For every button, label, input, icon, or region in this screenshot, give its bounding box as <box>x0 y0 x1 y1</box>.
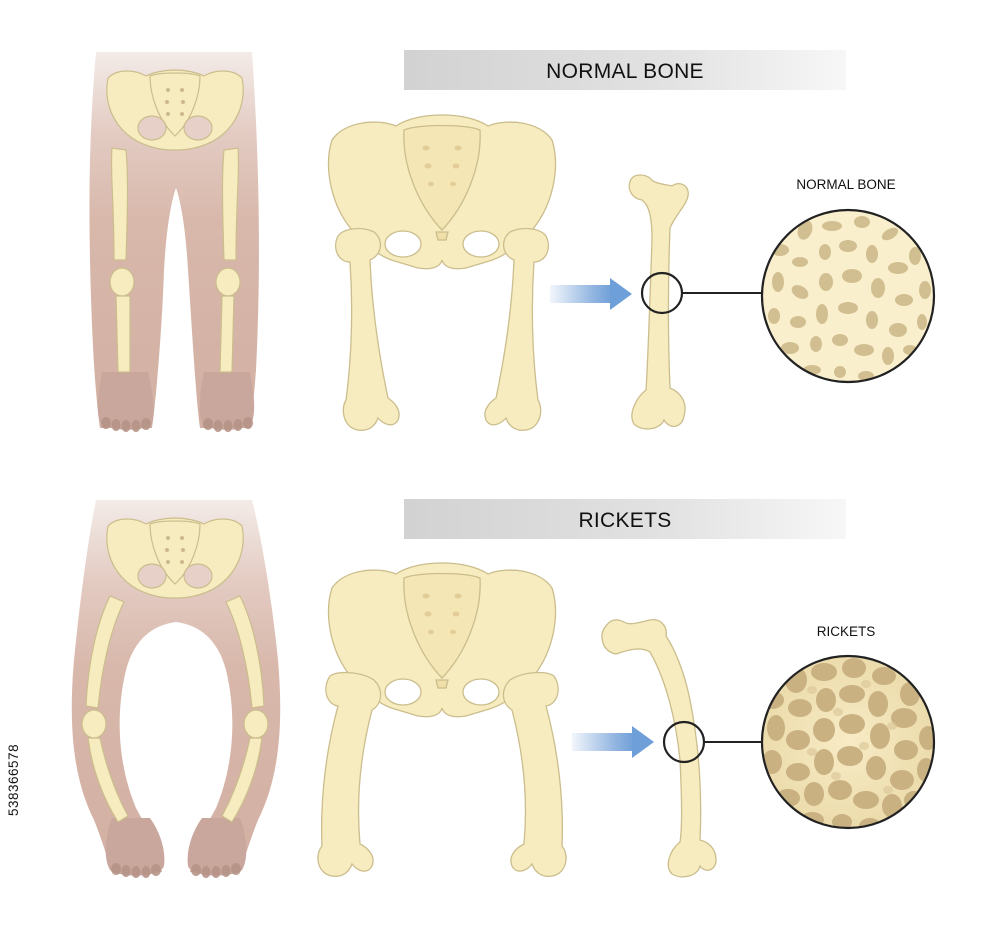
pelvis-small-rickets <box>106 517 244 599</box>
femur-left-big-rickets <box>317 671 382 877</box>
section-normal: NORMAL BONE <box>89 50 936 432</box>
tibia-right-normal <box>219 295 235 373</box>
pelvis-femurs-normal <box>327 114 557 431</box>
single-femur-normal <box>628 174 762 430</box>
femur-left-normal <box>110 147 129 261</box>
foot-left-rickets <box>105 818 165 876</box>
banner-normal: NORMAL BONE <box>404 50 846 90</box>
flow-arrow-icon-rickets <box>572 726 654 758</box>
foot-left <box>97 372 154 430</box>
section-rickets: RICKETS <box>71 499 936 878</box>
pelvis-small-normal <box>106 69 244 151</box>
femur-right-normal <box>221 147 240 261</box>
legs-rickets-figure <box>71 500 281 878</box>
tibia-left-normal <box>115 295 131 373</box>
stock-id-label: 538366578 <box>6 743 21 817</box>
callout-label-normal: NORMAL BONE <box>796 177 895 192</box>
banner-rickets-label: RICKETS <box>578 509 671 532</box>
magnified-bone-normal <box>760 208 936 384</box>
legs-normal-figure <box>89 52 259 432</box>
femur-right-big-normal <box>484 227 549 431</box>
femur-right-rickets <box>225 595 265 709</box>
foot-right <box>199 372 255 430</box>
single-femur-rickets <box>601 619 762 878</box>
flow-arrow-icon <box>550 278 632 310</box>
femur-right-big-rickets <box>502 671 567 877</box>
banner-normal-label: NORMAL BONE <box>546 60 704 83</box>
magnified-bone-rickets <box>760 654 936 830</box>
tibia-right-rickets <box>221 737 263 823</box>
callout-label-rickets: RICKETS <box>817 624 876 639</box>
femur-left-rickets <box>85 595 125 709</box>
banner-rickets: RICKETS <box>404 499 846 539</box>
femur-left-big-normal <box>335 227 400 431</box>
foot-right-rickets <box>187 818 247 876</box>
tibia-left-rickets <box>87 737 129 823</box>
pelvis-femurs-rickets <box>317 562 567 877</box>
